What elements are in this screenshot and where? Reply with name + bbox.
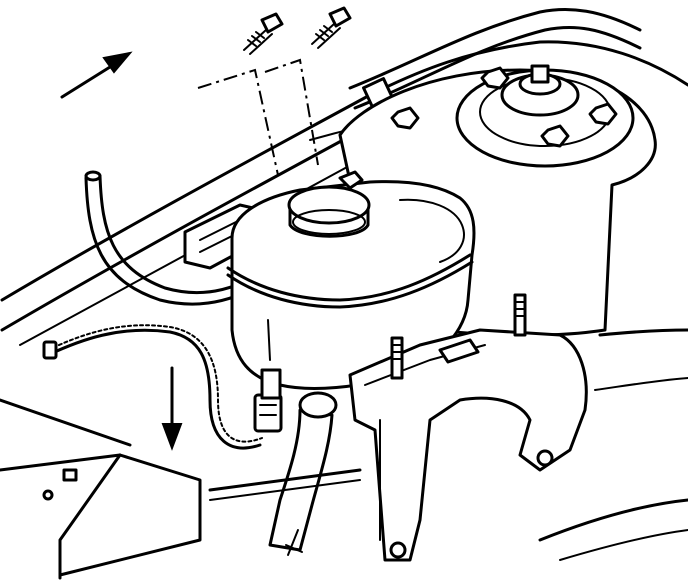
- alignment-lines: [197, 58, 319, 176]
- mounting-bolt-2: [311, 6, 352, 49]
- frame-rail: [0, 398, 362, 580]
- outlet-hose: [268, 391, 338, 556]
- coolant-reservoir: [226, 170, 476, 390]
- upper-cable: [348, 7, 642, 113]
- arrow-down-icon: [161, 366, 183, 451]
- arrow-forward-icon: [60, 51, 133, 99]
- strut-nut-2: [588, 102, 618, 126]
- right-structure-lines: [538, 328, 688, 561]
- bracket-stud-1: [390, 336, 404, 380]
- wire-harness: [42, 324, 263, 450]
- electrical-connector: [253, 368, 283, 433]
- mounting-bolt-1: [243, 12, 284, 55]
- strut-nut-1: [480, 66, 510, 90]
- strut-nut-3: [540, 124, 570, 148]
- strut-nut-4: [390, 106, 420, 130]
- bracket-stud-2: [513, 293, 527, 337]
- reservoir-bracket-right: [348, 328, 588, 562]
- reservoir-cap: [287, 185, 371, 238]
- vent-hose: [84, 170, 252, 306]
